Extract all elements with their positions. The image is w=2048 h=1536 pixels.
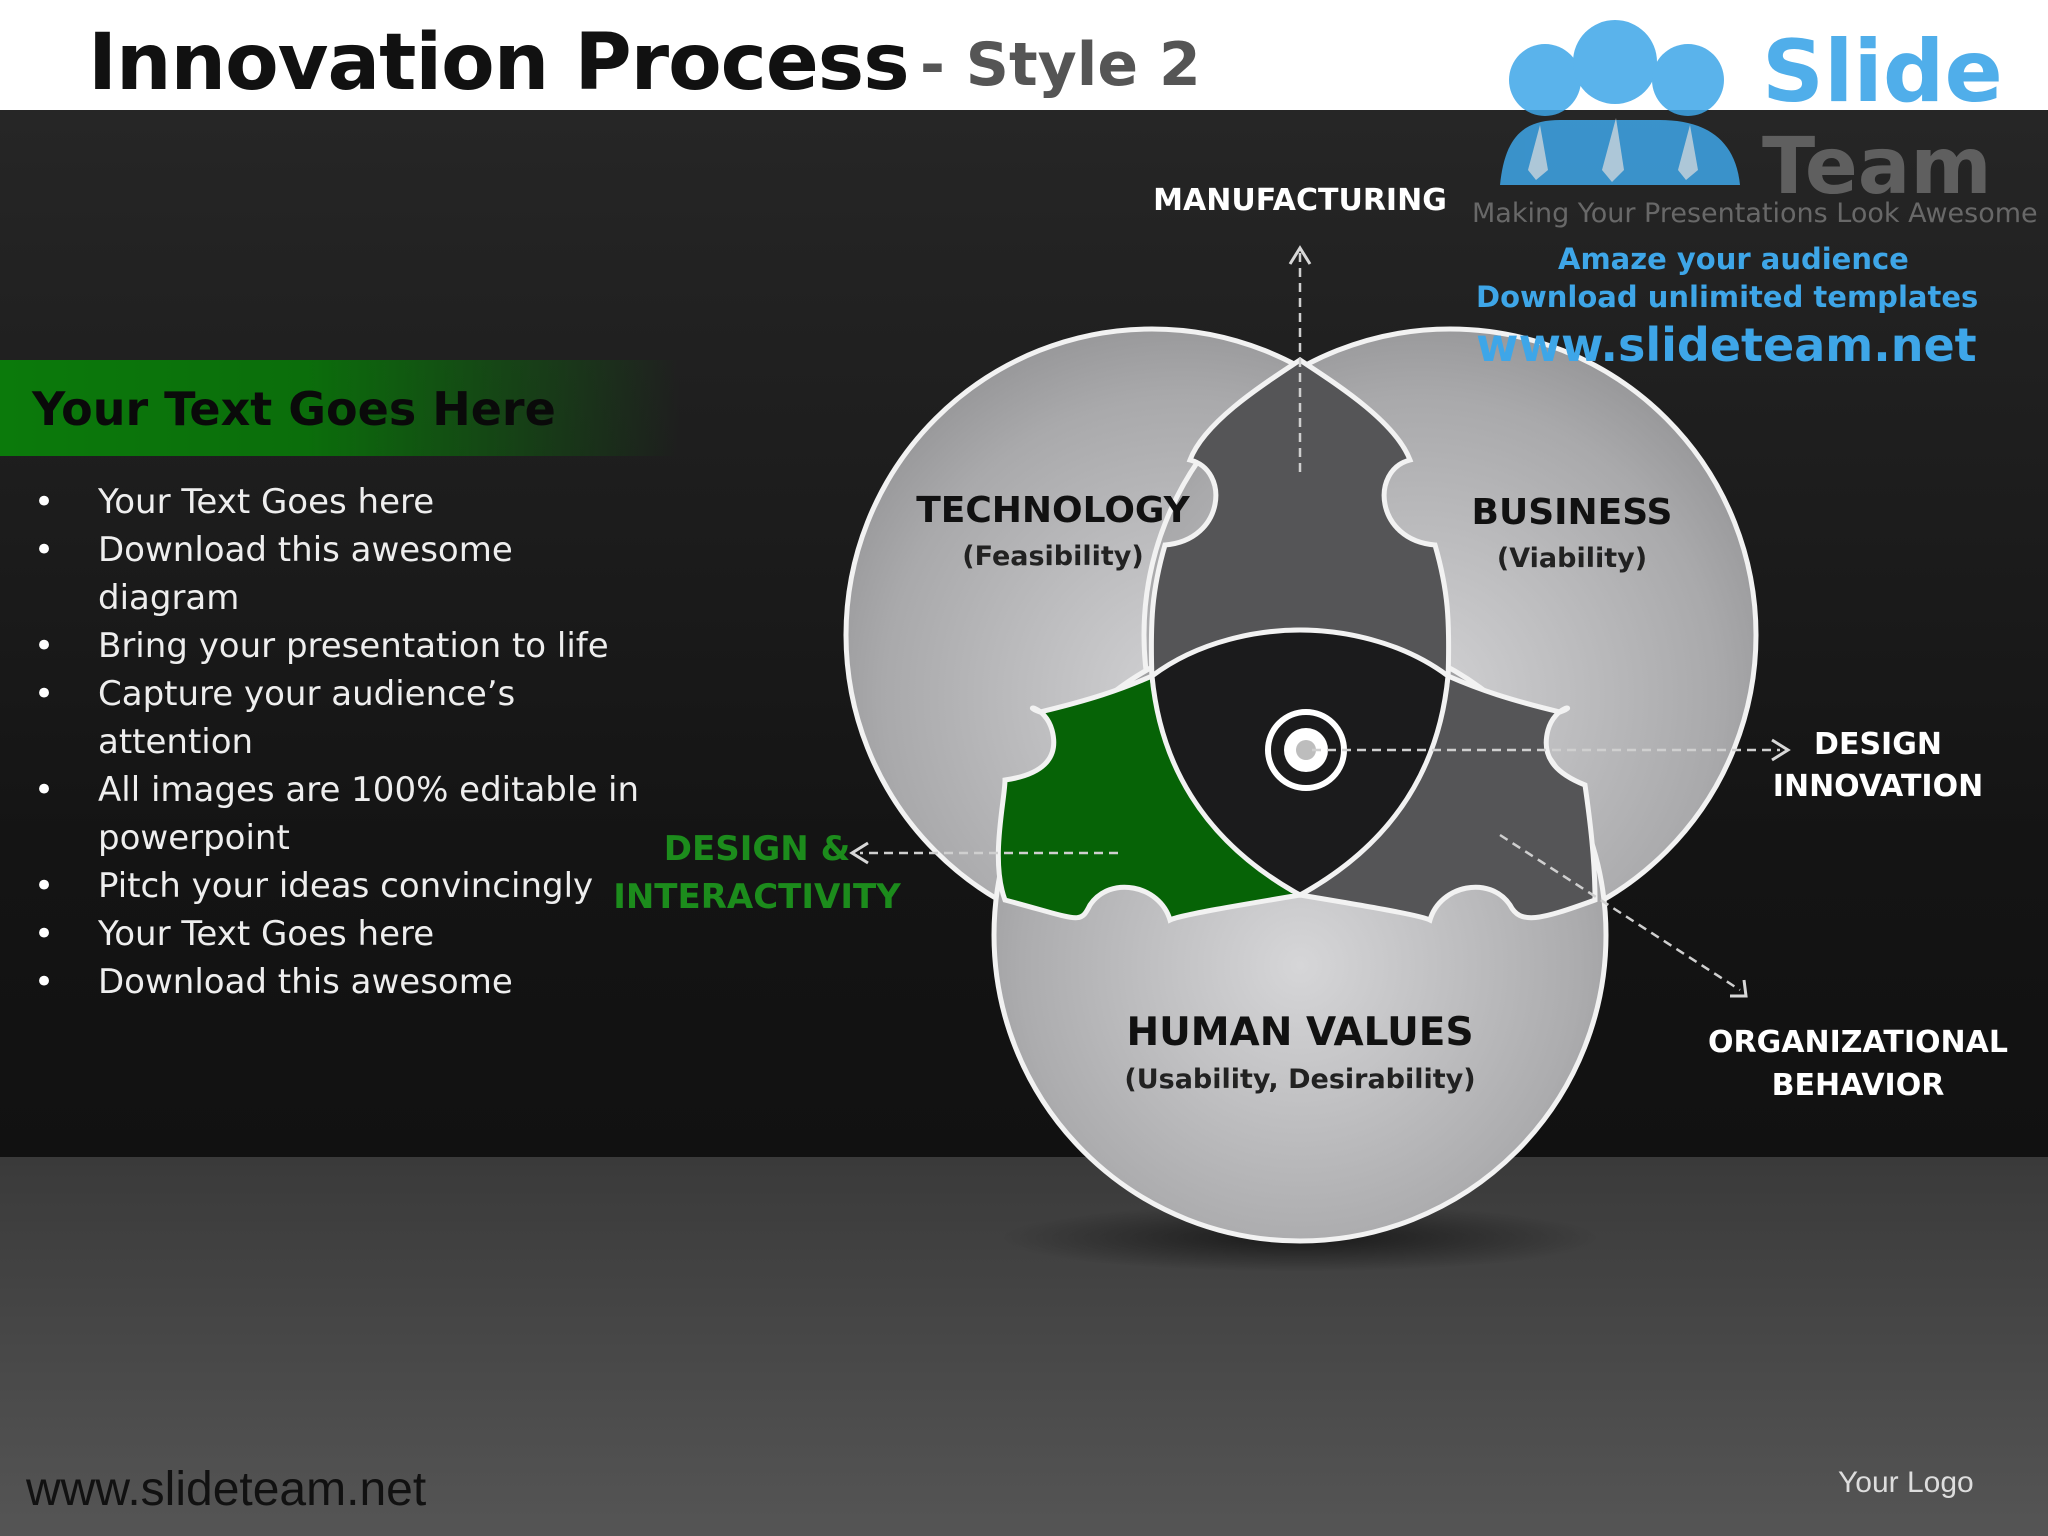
bullet-list: • Your Text Goes here • Download this awes… [30, 478, 650, 1006]
bullet-item: • All images are 100% editable in powerpo… [30, 766, 650, 862]
arrow-down-right-icon [1730, 979, 1748, 998]
technology-label: TECHNOLOGY [916, 490, 1190, 531]
connector-lines [860, 252, 1780, 992]
diagram-labels: TECHNOLOGY (Feasibility) BUSINESS (Viabi… [613, 183, 2008, 1103]
arrow-left-icon [849, 841, 869, 865]
arrowheads [849, 245, 1791, 998]
watermark-brand-bottom: Team [1762, 122, 1992, 212]
design-innovation-label-line1: DESIGN [1814, 727, 1942, 762]
logo-placeholder: Your Logo [1838, 1466, 1974, 1499]
bullet-text: Your Text Goes here [98, 914, 435, 954]
watermark-tagline: Making Your Presentations Look Awesome [1472, 198, 2038, 229]
footer-url[interactable]: www.slideteam.net [26, 1463, 427, 1516]
target-icon [1265, 709, 1347, 791]
design-interactivity-label-line2: INTERACTIVITY [613, 877, 901, 917]
bullet-item: • Capture your audience’s attention [30, 670, 650, 766]
section-heading: Your Text Goes Here [32, 382, 556, 436]
page-subtitle: - Style 2 [920, 30, 1201, 100]
organizational-behavior-label-line1: ORGANIZATIONAL [1708, 1025, 2008, 1060]
bullet-text: Your Text Goes here [98, 482, 435, 522]
bullet-dot-icon: • [34, 914, 55, 954]
slideteam-logo-icon [1500, 20, 1740, 185]
human-values-label: HUMAN VALUES [1126, 1010, 1473, 1055]
business-sublabel: (Viability) [1497, 543, 1647, 574]
bullet-text: Bring your presentation to life [98, 626, 609, 666]
bullet-text: Pitch your ideas convincingly [98, 866, 594, 906]
bullet-text: Download this awesome [98, 962, 513, 1002]
connector-organizational-behavior [1499, 833, 1741, 992]
bullet-dot-icon: • [34, 770, 55, 810]
bullet-item: • Your Text Goes here [30, 478, 650, 526]
footer-background [0, 1157, 2048, 1536]
bullet-text: All images are 100% editable in powerpoi… [98, 770, 640, 858]
bullet-dot-icon: • [34, 674, 55, 714]
bullet-text: Capture your audience’s attention [98, 674, 516, 762]
arrow-right-icon [1771, 738, 1791, 762]
bullet-dot-icon: • [34, 626, 55, 666]
manufacturing-label: MANUFACTURING [1153, 183, 1447, 218]
bullet-item: • Your Text Goes here [30, 910, 650, 958]
human-values-sublabel: (Usability, Desirability) [1124, 1064, 1475, 1095]
bullet-dot-icon: • [34, 962, 55, 1002]
bullet-dot-icon: • [34, 866, 55, 906]
bullet-dot-icon: • [34, 482, 55, 522]
heading-bar [0, 360, 680, 456]
watermark-brand-top: Slide [1762, 22, 2003, 122]
bullet-dot-icon: • [34, 530, 55, 570]
bullet-item: • Pitch your ideas convincingly [30, 862, 650, 910]
bullet-item: • Download this awesome diagram [30, 526, 650, 622]
organizational-behavior-label-line2: BEHAVIOR [1772, 1068, 1945, 1103]
technology-sublabel: (Feasibility) [962, 541, 1144, 572]
watermark-url: www.slideteam.net [1476, 318, 1977, 372]
design-innovation-label-line2: INNOVATION [1773, 769, 1983, 804]
bullet-item: • Bring your presentation to life [30, 622, 650, 670]
bullet-item: • Download this awesome [30, 958, 650, 1006]
arrow-up-icon [1288, 245, 1312, 265]
watermark-line2: Download unlimited templates [1476, 280, 1979, 314]
bullet-text: Download this awesome diagram [98, 530, 513, 618]
watermark-line1: Amaze your audience [1558, 242, 1909, 276]
page-title: Innovation Process [88, 18, 910, 108]
business-label: BUSINESS [1472, 492, 1673, 533]
design-interactivity-label-line1: DESIGN & [664, 829, 850, 869]
